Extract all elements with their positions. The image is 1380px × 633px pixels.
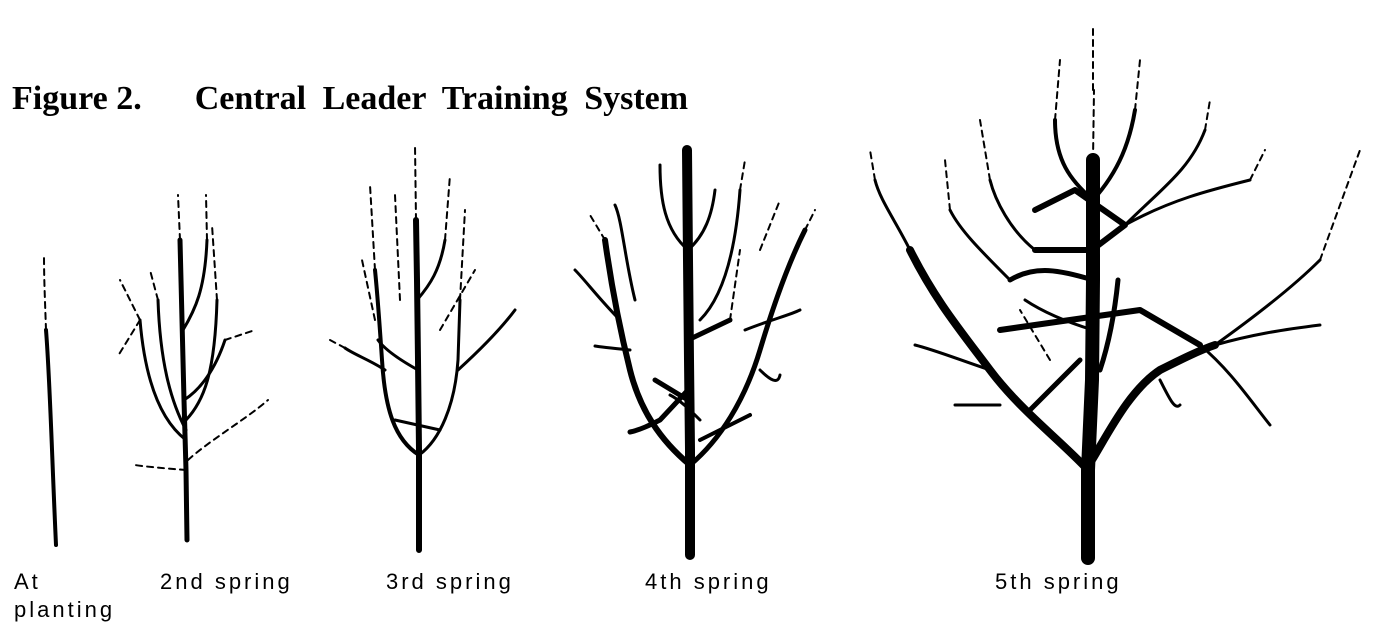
stage-label-2nd-spring: 2nd spring [160, 569, 293, 594]
tree-3rd-spring [329, 144, 517, 553]
trunk-solid [44, 328, 58, 547]
stage-label-5th-spring: 5th spring [995, 569, 1122, 594]
figure-title-text: Central Leader Training System [194, 80, 689, 117]
figure-number: Figure 2. [12, 80, 142, 117]
leader-dashed [43, 254, 47, 331]
stage-label-at-planting: At planting [14, 569, 116, 622]
tree-at-planting [43, 254, 58, 547]
trunk [413, 217, 422, 553]
trunk [682, 145, 695, 560]
trunk [177, 237, 190, 543]
trunk [1081, 153, 1100, 565]
tree-5th-spring [869, 24, 1361, 565]
stage-label-4th-spring: 4th spring [645, 569, 772, 594]
figure-title: Figure 2. Central Leader Training System [12, 80, 688, 118]
tree-diagrams [43, 24, 1361, 565]
tree-2nd-spring [117, 194, 269, 543]
stage-label-3rd-spring: 3rd spring [386, 569, 514, 594]
tree-4th-spring [573, 145, 816, 560]
